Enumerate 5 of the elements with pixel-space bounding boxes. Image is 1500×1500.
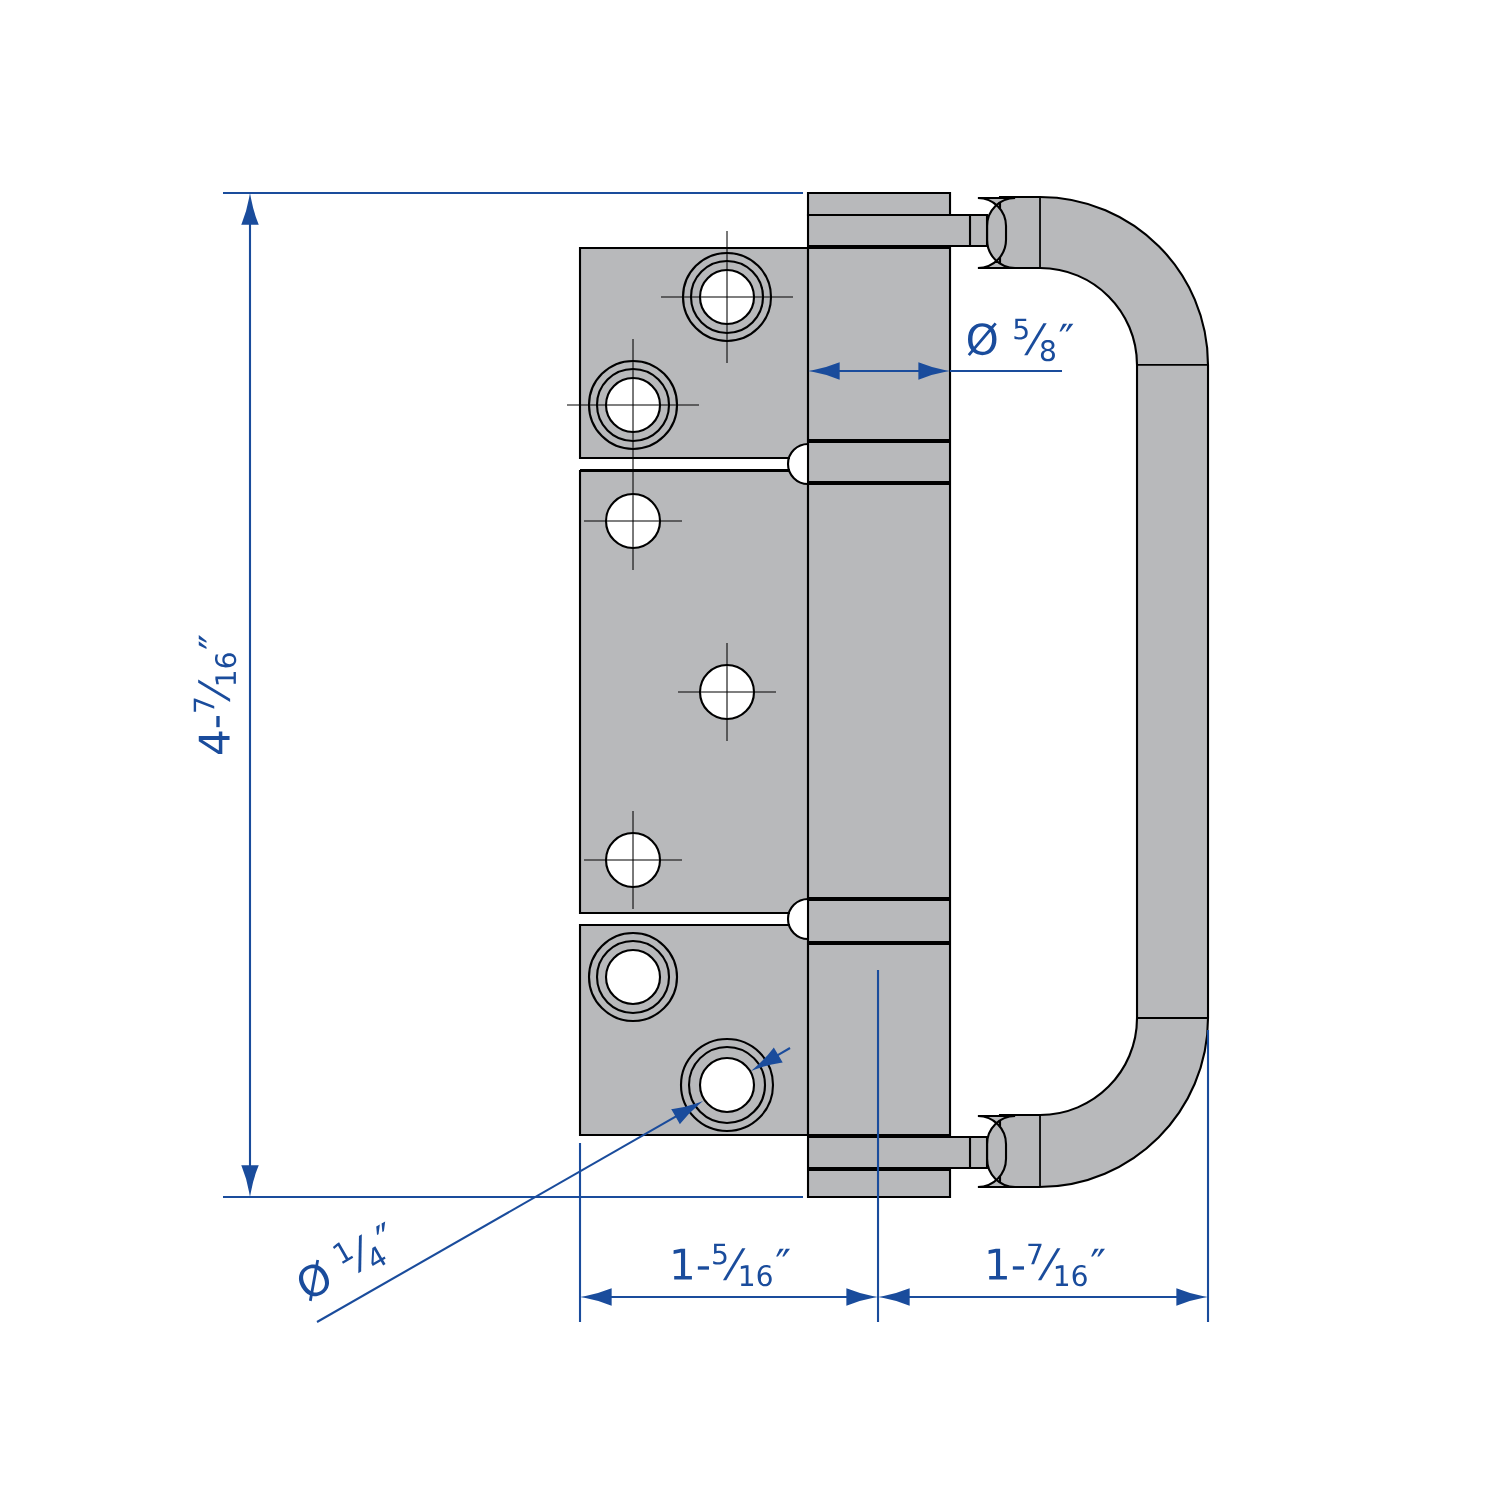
dimension-label: Ø $^{5}$⁄$_{8}$″ — [967, 318, 1074, 362]
dimension-label: 1-$^{5}$⁄$_{16}$″ — [673, 1243, 790, 1287]
dimension-label: 4-$^{7}$⁄$_{16}$″ — [193, 635, 237, 754]
dimension-label: Ø $^{1}$⁄$_{4}$″ — [298, 1221, 386, 1302]
dimension-label: 1-$^{7}$⁄$_{16}$″ — [988, 1243, 1106, 1287]
